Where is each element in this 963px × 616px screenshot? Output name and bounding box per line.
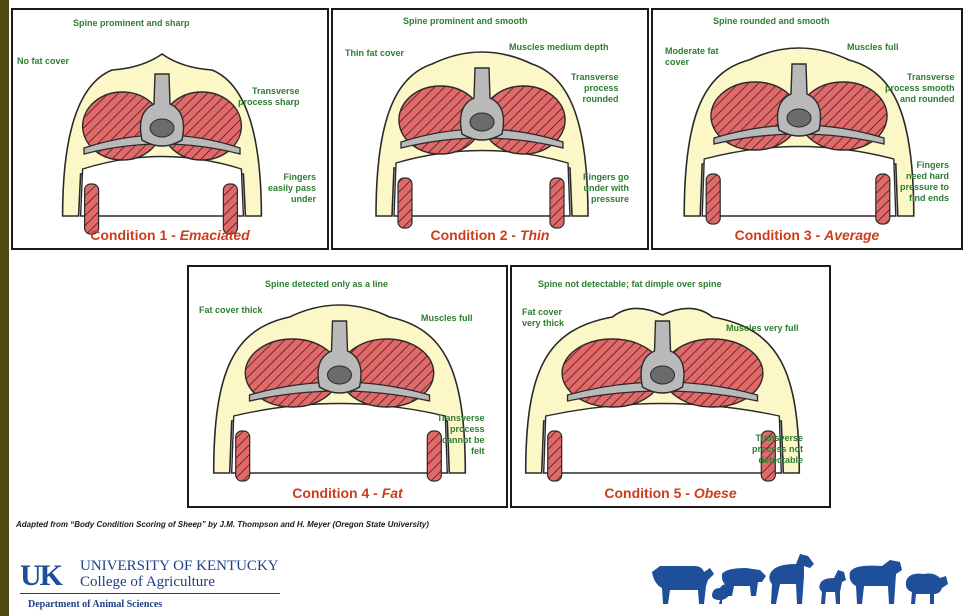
label-line: very thick	[522, 318, 564, 329]
label-line: rounded	[571, 94, 619, 105]
label-line: pressure to	[900, 182, 949, 193]
spinal-cord	[470, 113, 494, 131]
caption: Condition 5 - Obese	[512, 485, 829, 501]
label-line: process smooth	[885, 83, 955, 94]
rib-bar	[706, 174, 720, 224]
source-footnote: Adapted from “Body Condition Scoring of …	[16, 520, 429, 529]
rib-bar	[236, 431, 250, 481]
caption-term: Fat	[382, 485, 403, 501]
cross-section-condition-5	[512, 267, 829, 506]
label-spine: Spine prominent and sharp	[73, 18, 190, 29]
department-name: Department of Animal Sciences	[28, 599, 162, 610]
caption-prefix: Condition 3 -	[735, 227, 824, 243]
label-line: process not	[752, 444, 803, 455]
label-fingers: Fingers need hard pressure to find ends	[900, 160, 949, 204]
panel-condition-3: Spine rounded and smooth Moderate fat co…	[651, 8, 963, 250]
body-cavity	[394, 151, 570, 217]
spinal-cord	[328, 366, 352, 384]
label-line: Transverse	[885, 72, 955, 83]
panel-condition-4: Spine detected only as a line Fat cover …	[187, 265, 508, 508]
label-muscles: Muscles full	[421, 313, 473, 324]
label-muscles: Muscles full	[847, 42, 899, 53]
label-line: under with	[583, 183, 629, 194]
label-line: process	[571, 83, 619, 94]
label-line: Fingers	[900, 160, 949, 171]
spinal-cord	[150, 119, 174, 137]
label-fat: Fat cover very thick	[522, 307, 564, 329]
label-line: Transverse	[437, 413, 485, 424]
rib-bar	[398, 178, 412, 228]
caption: Condition 4 - Fat	[189, 485, 506, 501]
label-line: pressure	[583, 194, 629, 205]
caption-term: Average	[824, 227, 879, 243]
label-transverse: Transverse process smooth and rounded	[885, 72, 955, 105]
label-fat: Fat cover thick	[199, 305, 263, 316]
caption-prefix: Condition 1 -	[90, 227, 179, 243]
label-line: cover	[665, 57, 719, 68]
label-transverse: Transverse process rounded	[571, 72, 619, 105]
label-line: process	[437, 424, 485, 435]
label-fingers: Fingers go under with pressure	[583, 172, 629, 205]
label-line: need hard	[900, 171, 949, 182]
caption-term: Emaciated	[180, 227, 250, 243]
caption: Condition 2 - Thin	[333, 227, 647, 243]
cross-section-condition-1	[13, 10, 327, 248]
label-fingers: Fingers easily pass under	[268, 172, 316, 205]
rib-bar	[876, 174, 890, 224]
label-line: felt	[437, 446, 485, 457]
body-cavity	[544, 404, 782, 474]
caption: Condition 1 - Emaciated	[13, 227, 327, 243]
uk-logo-mark: UK	[20, 561, 61, 591]
label-fat: No fat cover	[17, 56, 69, 67]
panel-condition-5: Spine not detectable; fat dimple over sp…	[510, 265, 831, 508]
label-fat: Thin fat cover	[345, 48, 404, 59]
label-line: Fat cover	[522, 307, 564, 318]
label-line: and rounded	[885, 94, 955, 105]
label-line: find ends	[900, 193, 949, 204]
label-line: cannot be	[437, 435, 485, 446]
label-line: Fingers	[268, 172, 316, 183]
label-muscles: Muscles very full	[726, 323, 799, 334]
label-line: Fingers go	[583, 172, 629, 183]
spinal-cord	[651, 366, 675, 384]
label-line: process sharp	[238, 97, 300, 108]
label-spine: Spine prominent and smooth	[403, 16, 528, 27]
caption: Condition 3 - Average	[653, 227, 961, 243]
panel-condition-2: Spine prominent and smooth Thin fat cove…	[331, 8, 649, 250]
label-line: Transverse	[752, 433, 803, 444]
label-line: Moderate fat	[665, 46, 719, 57]
cross-section-condition-4	[189, 267, 506, 506]
college-name: College of Agriculture	[80, 574, 215, 590]
label-line: easily pass	[268, 183, 316, 194]
caption-prefix: Condition 4 -	[292, 485, 381, 501]
rib-bar	[550, 178, 564, 228]
label-muscles: Muscles medium depth	[509, 42, 609, 53]
label-spine: Spine not detectable; fat dimple over sp…	[538, 279, 722, 290]
university-name: UNIVERSITY OF KENTUCKY	[80, 558, 279, 574]
label-line: Transverse	[238, 86, 300, 97]
caption-term: Obese	[694, 485, 737, 501]
label-line: under	[268, 194, 316, 205]
label-spine: Spine detected only as a line	[265, 279, 388, 290]
rib-bar	[548, 431, 562, 481]
panel-condition-1: Spine prominent and sharp No fat cover T…	[11, 8, 329, 250]
spinal-cord	[787, 109, 811, 127]
label-line: Transverse	[571, 72, 619, 83]
label-transverse: Transverse process cannot be felt	[437, 413, 485, 457]
label-transverse: Transverse process not detectable	[752, 433, 803, 466]
livestock-silhouettes-icon	[650, 552, 950, 608]
label-fat: Moderate fat cover	[665, 46, 719, 68]
caption-term: Thin	[520, 227, 550, 243]
body-cavity	[702, 147, 896, 217]
body-cavity	[81, 157, 244, 217]
caption-prefix: Condition 2 -	[431, 227, 520, 243]
body-cavity	[232, 404, 448, 474]
label-transverse: Transverse process sharp	[238, 86, 300, 108]
left-sidebar-bar	[0, 0, 9, 616]
caption-prefix: Condition 5 -	[604, 485, 693, 501]
label-spine: Spine rounded and smooth	[713, 16, 830, 27]
logo-divider	[20, 593, 280, 594]
label-line: detectable	[752, 455, 803, 466]
